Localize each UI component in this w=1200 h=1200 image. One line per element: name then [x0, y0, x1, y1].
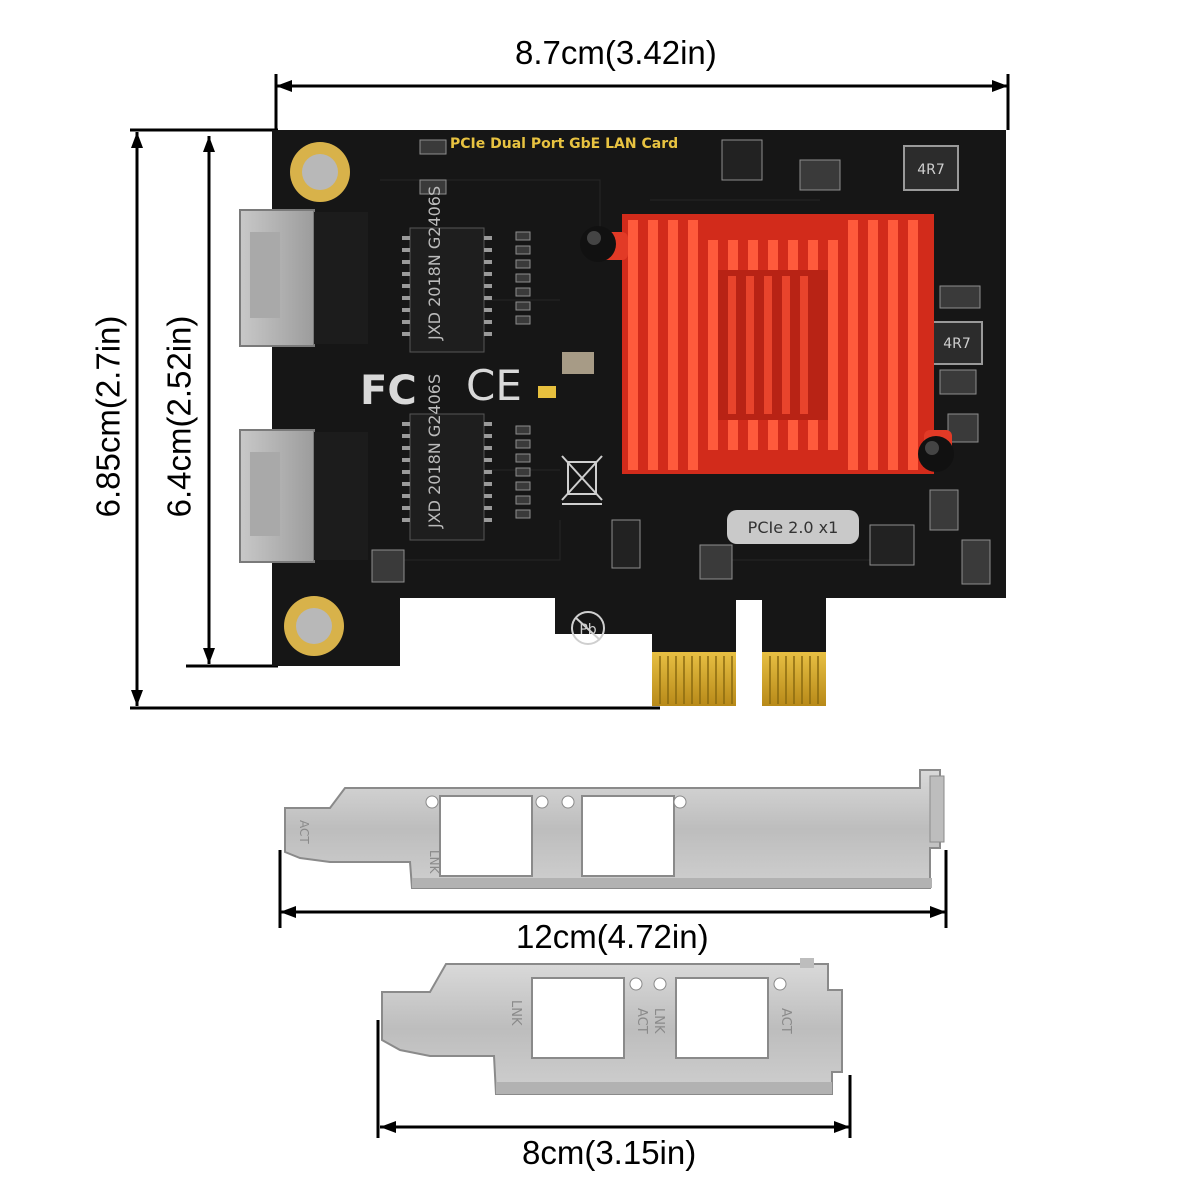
low-profile-bracket: LNK ACT LNK ACT [381, 958, 843, 1095]
network-card: 4R7 4R7 PCIe Dual Port GbE LAN Card FC C… [239, 130, 1006, 706]
board-title: PCIe Dual Port GbE LAN Card [450, 136, 678, 152]
magnetics-chip-1-label: JXD 2018N G2406S [425, 186, 444, 341]
rj45-port-2 [239, 429, 368, 563]
ce-logo: CE [466, 361, 522, 410]
crystal-oscillator [562, 352, 594, 374]
full-profile-bracket: LNK ACT [284, 769, 945, 889]
svg-text:PCIe 2.0 x1: PCIe 2.0 x1 [748, 518, 839, 537]
dimension-lines [130, 74, 1010, 1138]
magnetics-chip-2 [402, 413, 492, 541]
smd-components [371, 139, 991, 585]
low-bracket-cutout-1 [531, 977, 625, 1059]
low-bracket-label-1: LNK [508, 1000, 523, 1026]
low-bracket-cutout-2 [675, 977, 769, 1059]
rj45-port-1 [239, 209, 368, 347]
mounting-hole-bottom [284, 596, 344, 656]
magnetics-chip-2-label: JXD 2018N G2406S [425, 374, 444, 529]
low-bracket-label-3: LNK [651, 1008, 666, 1034]
full-bracket-label-2: ACT [297, 820, 311, 844]
inductor-1: 4R7 [903, 145, 959, 191]
low-bracket-width-label: 8cm(3.15in) [522, 1134, 697, 1171]
low-bracket-label-2: ACT [634, 1008, 649, 1034]
full-bracket-width-label: 12cm(4.72in) [516, 918, 709, 955]
full-bracket-label-1: LNK [427, 850, 441, 875]
svg-text:4R7: 4R7 [943, 336, 971, 352]
magnetics-chip-1 [402, 227, 492, 353]
pcie-edge-connector [652, 652, 826, 706]
mounting-hole-top [290, 142, 350, 202]
svg-text:4R7: 4R7 [917, 162, 945, 178]
card-width-label: 8.7cm(3.42in) [515, 34, 717, 71]
low-bracket-label-4: ACT [778, 1008, 793, 1034]
pb-free-icon: Pb [571, 611, 605, 645]
bracket-cutout-2 [581, 795, 675, 877]
inductor-2: 4R7 [931, 321, 983, 365]
card-total-height-label: 6.85cm(2.7in) [89, 315, 127, 518]
heatsink [580, 214, 954, 474]
card-board-height-label: 6.4cm(2.52in) [160, 315, 198, 518]
weee-bin-icon [561, 455, 603, 505]
status-led [538, 386, 556, 398]
bracket-cutout-1 [439, 795, 533, 877]
fcc-logo: FC [360, 368, 417, 414]
pcie-version-label: PCIe 2.0 x1 [727, 510, 859, 544]
